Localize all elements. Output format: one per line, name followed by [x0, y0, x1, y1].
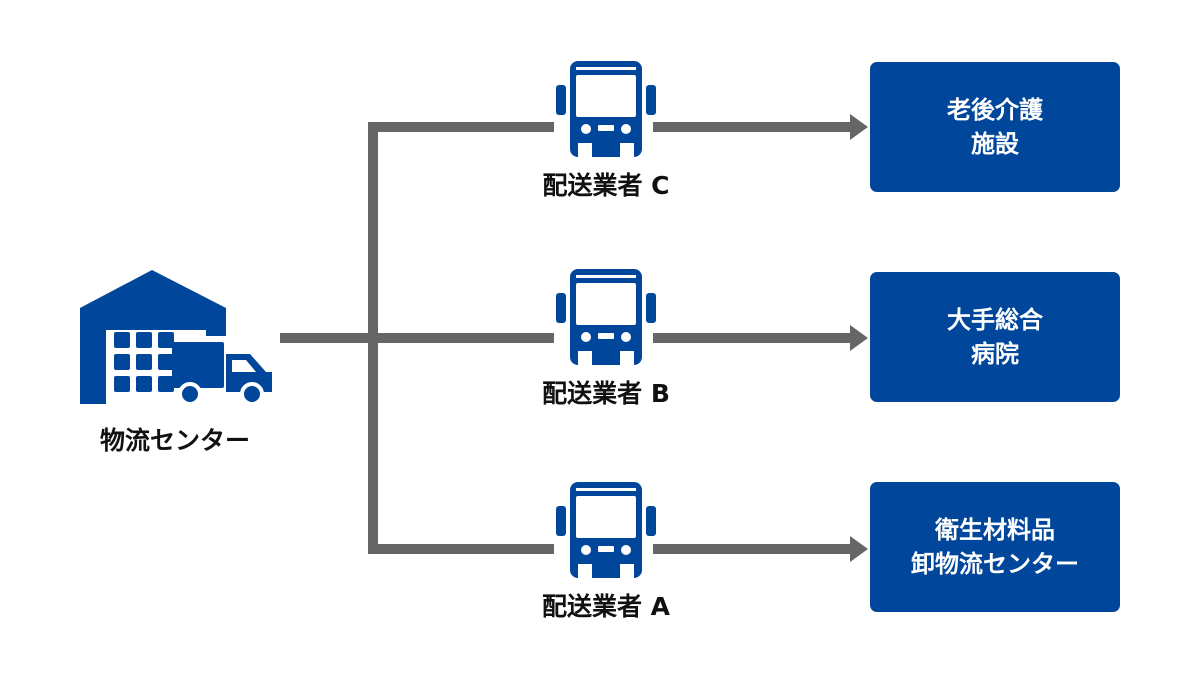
logistics-center-label: 物流センター	[99, 426, 250, 455]
arrow-b	[653, 325, 868, 351]
destination-line: 衛生材料品	[935, 516, 1055, 544]
destination-nursing-facility: 老後介護 施設	[870, 62, 1120, 192]
destination-general-hospital: 大手総合 病院	[870, 272, 1120, 402]
arrow-c	[653, 114, 868, 140]
carrier-label-c: 配送業者 C	[542, 171, 670, 200]
trunk-line	[280, 333, 376, 343]
carrier-label-a: 配送業者 A	[541, 592, 671, 621]
destination-line: 施設	[971, 130, 1019, 158]
arrow-a	[653, 536, 868, 562]
branch-line-c	[368, 122, 554, 132]
branch-line-a	[368, 544, 554, 554]
bus-icon	[556, 269, 656, 365]
bus-icon	[556, 61, 656, 157]
warehouse-truck-icon	[80, 270, 272, 406]
destination-line: 老後介護	[947, 96, 1043, 124]
destination-line: 卸物流センター	[911, 550, 1079, 578]
branch-line-b	[368, 333, 554, 343]
bus-icon	[556, 482, 656, 578]
destination-sanitary-wholesale-center: 衛生材料品 卸物流センター	[870, 482, 1120, 612]
destination-line: 大手総合	[947, 306, 1043, 334]
carrier-label-b: 配送業者 B	[542, 379, 670, 408]
destination-line: 病院	[971, 340, 1019, 368]
